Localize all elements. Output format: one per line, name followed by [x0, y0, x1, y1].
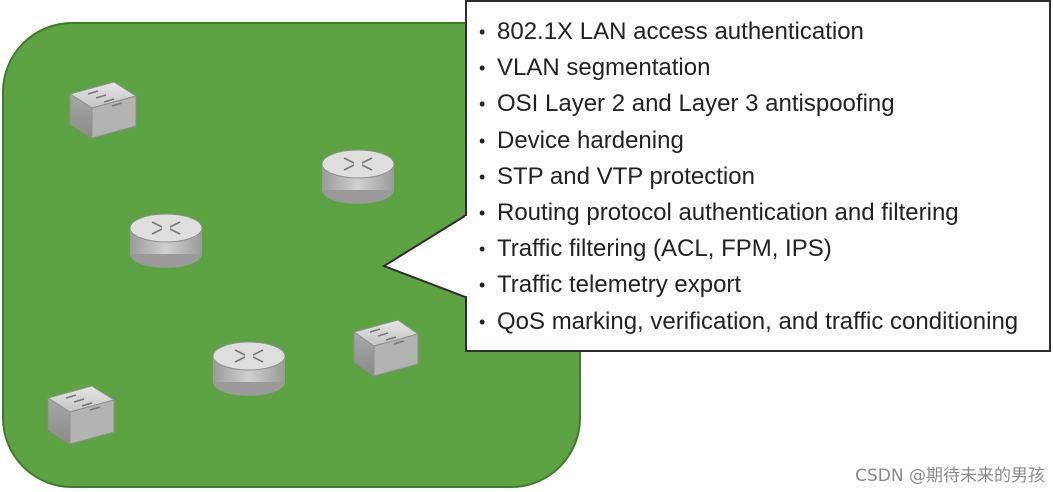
- router-icon: [212, 341, 286, 396]
- list-item: QoS marking, verification, and traffic c…: [479, 304, 1049, 340]
- list-item: Device hardening: [479, 123, 1049, 159]
- switch-icon: [352, 319, 420, 377]
- list-item: OSI Layer 2 and Layer 3 antispoofing: [479, 86, 1049, 122]
- switch-icon: [46, 385, 116, 445]
- list-item: Traffic filtering (ACL, FPM, IPS): [479, 231, 1049, 267]
- callout-box: 802.1X LAN access authentication VLAN se…: [465, 0, 1051, 352]
- router-icon: [321, 149, 395, 204]
- list-item: STP and VTP protection: [479, 159, 1049, 195]
- list-item: Traffic telemetry export: [479, 267, 1049, 303]
- watermark: CSDN @期待未来的男孩: [855, 466, 1045, 486]
- list-item: VLAN segmentation: [479, 50, 1049, 86]
- list-item: Routing protocol authentication and filt…: [479, 195, 1049, 231]
- callout-pointer: [381, 212, 469, 300]
- switch-icon: [68, 81, 138, 139]
- router-icon: [129, 213, 203, 268]
- feature-list: 802.1X LAN access authentication VLAN se…: [467, 2, 1049, 340]
- list-item: 802.1X LAN access authentication: [479, 14, 1049, 50]
